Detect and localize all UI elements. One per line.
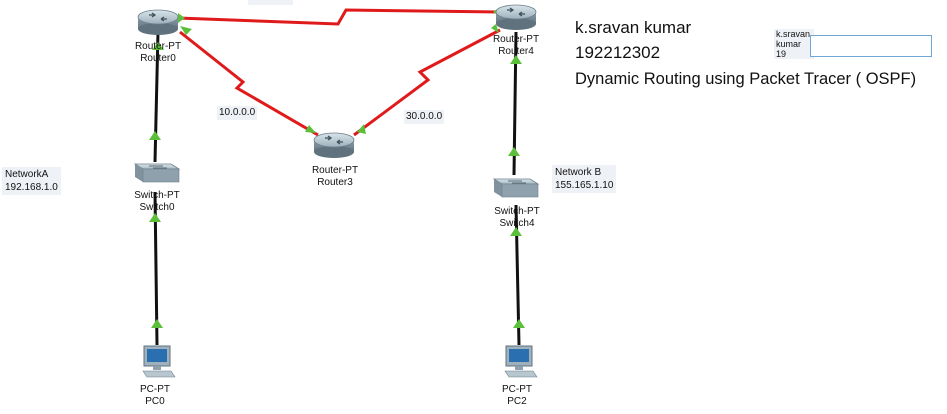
pc2-name: PC2 xyxy=(507,396,527,407)
pc0-type: PC-PT xyxy=(140,384,170,395)
note-edit-box[interactable] xyxy=(810,35,932,57)
link-router4-router3[interactable] xyxy=(353,28,501,137)
network-a-note[interactable]: NetworkA 192.168.1.0 xyxy=(2,167,61,195)
indicator xyxy=(513,319,525,328)
indicator xyxy=(491,24,499,33)
switch4-name: Switch4 xyxy=(499,218,535,229)
switch0-name: Switch0 xyxy=(139,202,175,213)
network-a-name: NetworkA xyxy=(5,169,49,180)
indicator xyxy=(180,26,192,35)
link-router0-switch0[interactable] xyxy=(153,31,160,163)
switch4-label: Switch-PT Switch4 xyxy=(485,206,549,230)
router4-label: Router-PT Router4 xyxy=(486,34,546,58)
router4-icon[interactable] xyxy=(495,4,537,30)
indicator xyxy=(510,55,522,64)
network-b-address: 155.165.1.10 xyxy=(555,180,614,191)
indicator xyxy=(357,124,366,134)
router0-type: Router-PT xyxy=(134,41,182,52)
top-tab xyxy=(248,0,293,5)
switch0-icon[interactable] xyxy=(133,163,181,183)
router3-icon[interactable] xyxy=(313,132,355,158)
indicator xyxy=(149,213,161,222)
pc0-label: PC-PT PC0 xyxy=(130,384,180,408)
network-b-name: Network B xyxy=(555,167,602,178)
network-b-note[interactable]: Network B 155.165.1.10 xyxy=(552,165,617,193)
link-r0-r3-address[interactable]: 10.0.0.0 xyxy=(217,106,258,120)
network-a-address: 192.168.1.0 xyxy=(5,182,58,193)
indicator xyxy=(305,125,316,133)
link-indicators xyxy=(149,7,525,328)
router3-label: Router-PT Router3 xyxy=(305,165,365,189)
router3-name: Router3 xyxy=(317,177,353,188)
switch4-icon[interactable] xyxy=(492,178,540,198)
router0-name: Router0 xyxy=(140,53,176,64)
router4-type: Router-PT xyxy=(492,34,540,45)
indicator xyxy=(178,13,185,23)
small-note-line1: k.sravan kumar xyxy=(776,29,811,49)
link-r3-r4-address[interactable]: 30.0.0.0 xyxy=(404,110,445,124)
pc0-icon[interactable] xyxy=(142,345,176,378)
id-text[interactable]: 192212302 xyxy=(575,43,661,62)
small-note-line2: 19 xyxy=(776,49,787,59)
pc2-type: PC-PT xyxy=(502,384,532,395)
pc2-label: PC-PT PC2 xyxy=(492,384,542,408)
indicator xyxy=(149,131,161,140)
router3-type: Router-PT xyxy=(311,165,359,176)
switch0-type: Switch-PT xyxy=(134,190,180,201)
small-note[interactable]: k.sravan kumar 19 xyxy=(774,29,814,59)
pc0-name: PC0 xyxy=(145,396,165,407)
indicator xyxy=(510,227,522,236)
router4-name: Router4 xyxy=(498,46,534,57)
pc2-icon[interactable] xyxy=(504,345,538,378)
router0-label: Router-PT Router0 xyxy=(128,41,188,65)
author-text[interactable]: k.sravan kumar xyxy=(575,18,692,37)
title-text[interactable]: Dynamic Routing using Packet Tracer ( OS… xyxy=(575,70,917,88)
router0-icon[interactable] xyxy=(137,9,179,35)
link-router0-router4[interactable] xyxy=(177,8,501,26)
indicator xyxy=(151,319,163,328)
indicator xyxy=(508,147,520,156)
indicator xyxy=(152,42,164,50)
switch4-type: Switch-PT xyxy=(494,206,540,217)
link-router0-router3[interactable] xyxy=(179,30,319,137)
switch0-label: Switch-PT Switch0 xyxy=(125,190,189,214)
